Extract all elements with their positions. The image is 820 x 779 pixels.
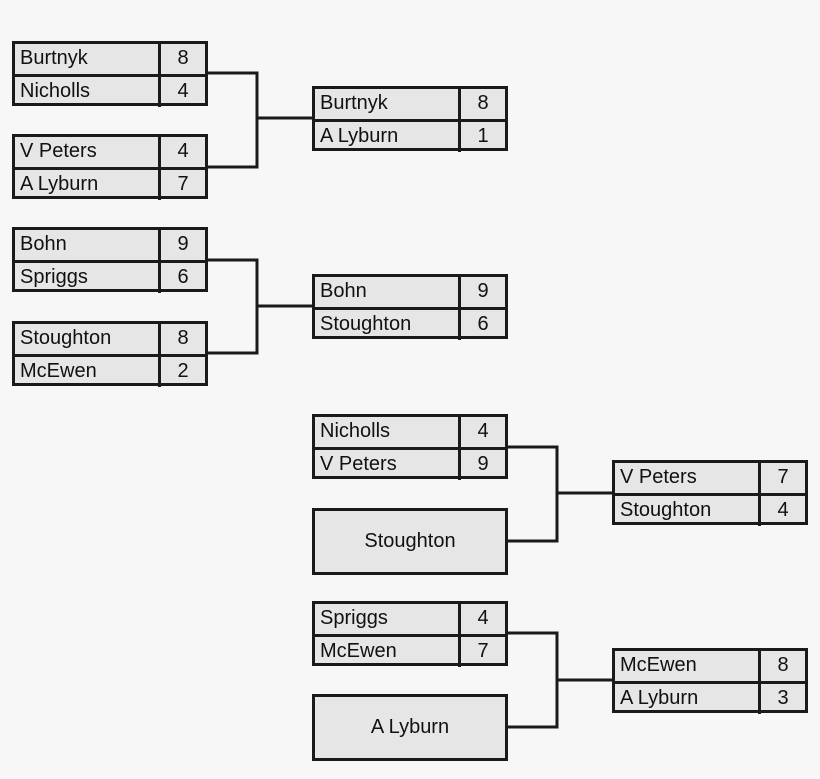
match-box: Stoughton 8 McEwen 2 — [12, 321, 208, 387]
player-row: Nicholls 4 — [315, 417, 505, 447]
match-box: McEwen 8 A Lyburn 3 — [612, 648, 808, 714]
match-box: V Peters 4 A Lyburn 7 — [12, 134, 208, 200]
player-name: Spriggs — [320, 607, 388, 629]
player-row: McEwen 8 — [615, 651, 805, 681]
player-row: A Lyburn 7 — [15, 167, 205, 200]
player-name: Stoughton — [620, 499, 712, 521]
bye-player-name: Stoughton — [364, 530, 456, 552]
player-row: Stoughton 8 — [15, 324, 205, 354]
player-name: Nicholls — [320, 420, 391, 442]
player-name: McEwen — [620, 654, 697, 676]
player-name: Spriggs — [20, 266, 88, 288]
player-name: V Peters — [320, 453, 397, 475]
player-name: A Lyburn — [20, 173, 99, 195]
player-name: McEwen — [320, 640, 397, 662]
bye-player-name: A Lyburn — [370, 716, 450, 738]
player-score: 8 — [758, 651, 805, 681]
player-score: 9 — [458, 277, 505, 307]
match-box: Bohn 9 Stoughton 6 — [312, 274, 508, 340]
player-row: Burtnyk 8 — [315, 89, 505, 119]
player-row: Burtnyk 8 — [15, 44, 205, 74]
player-name: Bohn — [20, 233, 67, 255]
bye-box: Stoughton — [312, 508, 508, 575]
connector-m3-m4 — [207, 258, 259, 355]
player-score: 7 — [758, 463, 805, 493]
player-name: Burtnyk — [20, 47, 88, 69]
player-row: V Peters 9 — [315, 447, 505, 480]
player-name: McEwen — [20, 360, 97, 382]
player-name: A Lyburn — [620, 687, 699, 709]
player-name: Bohn — [320, 280, 367, 302]
player-name: Nicholls — [20, 80, 91, 102]
player-row: Spriggs 6 — [15, 260, 205, 293]
player-score: 1 — [458, 122, 505, 152]
player-score: 2 — [158, 357, 205, 387]
player-row: A Lyburn 3 — [615, 681, 805, 714]
player-score: 3 — [758, 684, 805, 714]
player-name: V Peters — [620, 466, 697, 488]
player-row: Nicholls 4 — [15, 74, 205, 107]
player-row: V Peters 7 — [615, 463, 805, 493]
player-score: 4 — [758, 496, 805, 526]
player-row: Spriggs 4 — [315, 604, 505, 634]
player-row: A Lyburn 1 — [315, 119, 505, 152]
connector-m8-b2 — [507, 631, 559, 729]
player-score: 4 — [458, 417, 505, 447]
connector-m7-b1 — [507, 445, 559, 543]
player-row: McEwen 2 — [15, 354, 205, 387]
match-box: Spriggs 4 McEwen 7 — [312, 601, 508, 667]
match-box: Burtnyk 8 A Lyburn 1 — [312, 86, 508, 152]
player-name: V Peters — [20, 140, 97, 162]
player-score: 7 — [458, 637, 505, 667]
player-score: 8 — [158, 44, 205, 74]
connector-m1-m2 — [207, 71, 259, 169]
player-score: 9 — [458, 450, 505, 480]
player-score: 4 — [158, 77, 205, 107]
player-name: Stoughton — [20, 327, 112, 349]
match-box: Bohn 9 Spriggs 6 — [12, 227, 208, 293]
player-score: 9 — [158, 230, 205, 260]
match-box: Nicholls 4 V Peters 9 — [312, 414, 508, 480]
player-row: V Peters 4 — [15, 137, 205, 167]
match-box: V Peters 7 Stoughton 4 — [612, 460, 808, 526]
player-row: Bohn 9 — [315, 277, 505, 307]
player-score: 8 — [158, 324, 205, 354]
player-score: 6 — [458, 310, 505, 340]
player-row: Bohn 9 — [15, 230, 205, 260]
player-score: 7 — [158, 170, 205, 200]
match-box: Burtnyk 8 Nicholls 4 — [12, 41, 208, 107]
player-name: Burtnyk — [320, 92, 388, 114]
player-row: Stoughton 4 — [615, 493, 805, 526]
player-score: 6 — [158, 263, 205, 293]
player-score: 4 — [158, 137, 205, 167]
bye-box: A Lyburn — [312, 694, 508, 761]
player-score: 8 — [458, 89, 505, 119]
player-row: McEwen 7 — [315, 634, 505, 667]
player-name: Stoughton — [320, 313, 412, 335]
player-score: 4 — [458, 604, 505, 634]
player-row: Stoughton 6 — [315, 307, 505, 340]
player-name: A Lyburn — [320, 125, 399, 147]
